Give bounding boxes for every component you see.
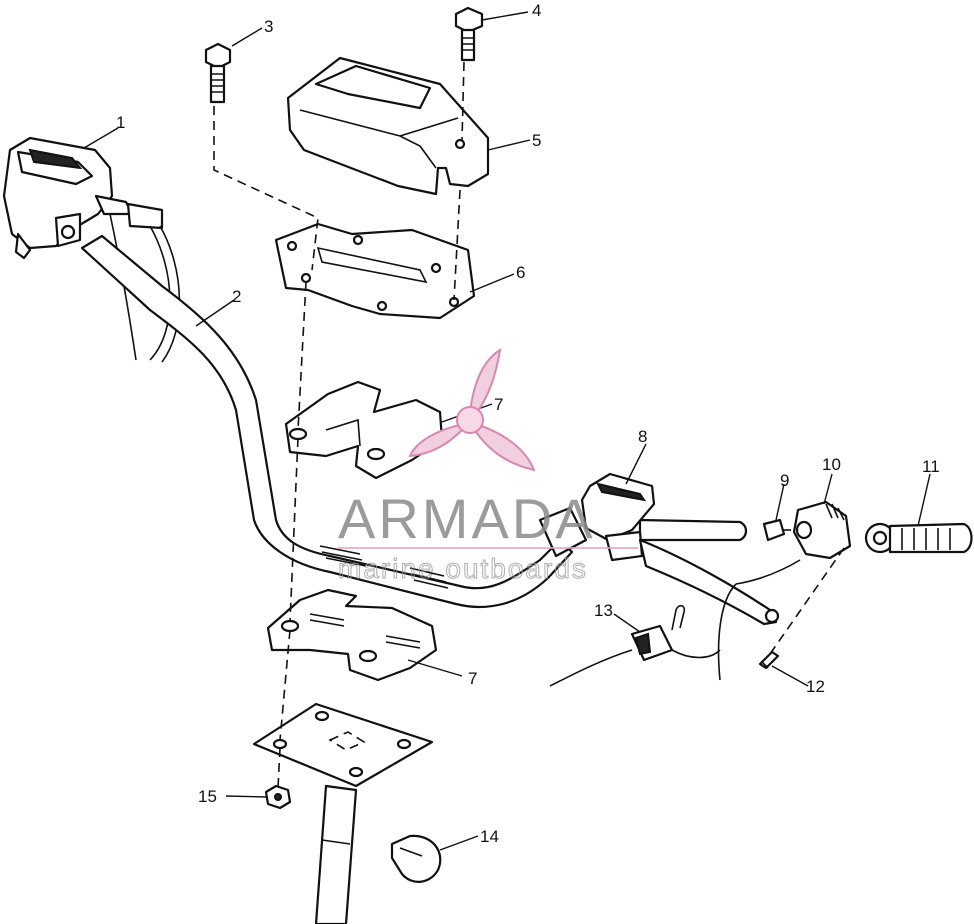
callout-7-lower: 7 [468, 669, 477, 688]
assembly-lines [213, 61, 845, 789]
grip [864, 522, 973, 554]
handlebar [80, 234, 748, 609]
cable-clip [390, 834, 442, 883]
bolt-4 [454, 6, 484, 62]
lower-clamp [266, 588, 438, 682]
watermark-tagline: marine outboards [338, 553, 588, 584]
connector [549, 604, 721, 687]
callout-8: 8 [638, 427, 647, 446]
base-plate [252, 702, 434, 788]
callout-3: 3 [264, 17, 273, 36]
callout-15: 15 [198, 787, 217, 806]
callout-12: 12 [806, 677, 825, 696]
nut-15 [264, 784, 292, 810]
spacer [762, 518, 786, 542]
callout-5: 5 [532, 131, 541, 150]
master-cylinder [580, 472, 780, 626]
switch-housing [717, 500, 852, 681]
callout-9: 9 [780, 471, 789, 490]
bolt-3 [204, 42, 232, 104]
handlebar-cover [286, 56, 490, 196]
callout-2: 2 [232, 287, 241, 306]
mounting-plate [274, 222, 476, 320]
callout-14: 14 [480, 827, 499, 846]
screw-12 [758, 650, 780, 670]
callout-4: 4 [532, 1, 541, 20]
callout-7-upper: 7 [494, 395, 503, 414]
upper-clamp [284, 380, 444, 480]
leader-lines [83, 11, 931, 851]
watermark: ARMADA marine outboards [338, 347, 638, 585]
throttle-housing [2, 136, 181, 363]
callout-6: 6 [516, 263, 525, 282]
callout-11: 11 [922, 457, 940, 476]
callout-10: 10 [822, 455, 841, 474]
steering-post [314, 784, 358, 924]
propeller-icon [408, 347, 536, 472]
callouts: 1 2 3 4 5 6 7 7 8 9 10 11 12 13 14 15 [116, 1, 940, 846]
callout-13: 13 [594, 601, 613, 620]
callout-1: 1 [116, 113, 125, 132]
watermark-brand: ARMADA [338, 487, 596, 550]
